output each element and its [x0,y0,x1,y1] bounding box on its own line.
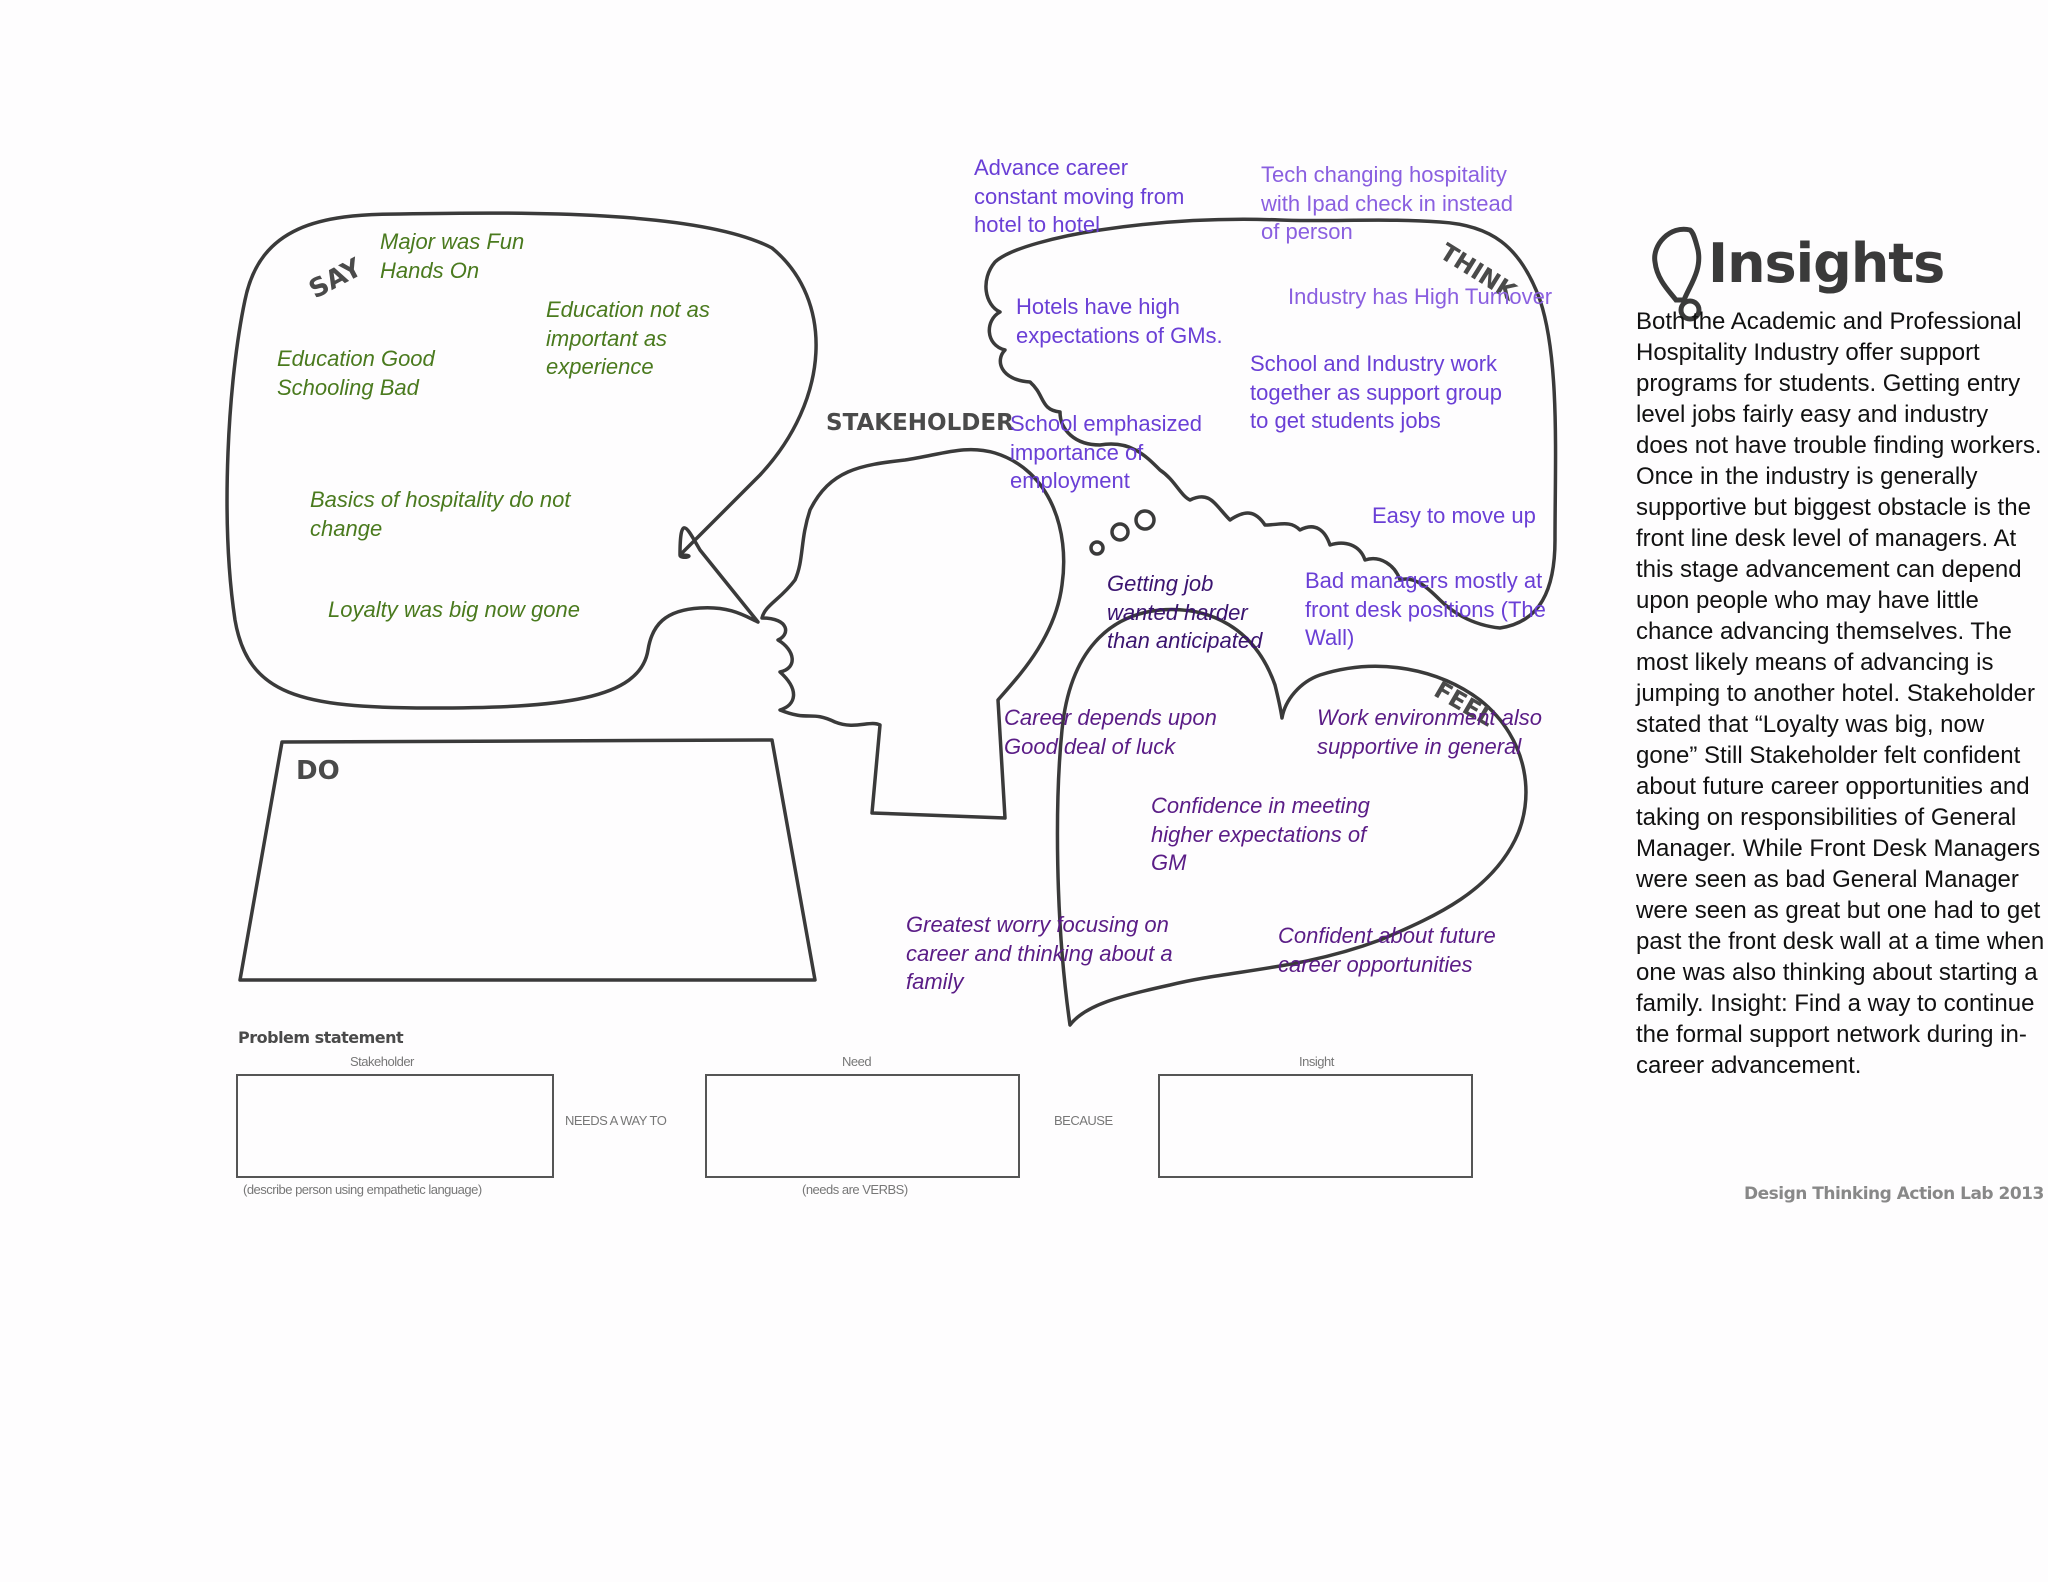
connector-needs-a-way-to: NEEDS A WAY TO [565,1113,667,1128]
think-note: School and Industry work together as sup… [1250,351,1502,433]
think-note: Advance career constant moving from hote… [974,155,1185,237]
say-note: Education not as important as experience [546,297,710,379]
feel-note: Career depends upon Good deal of luck [1004,705,1217,759]
feel-note: Confidence in meeting higher expectation… [1151,793,1370,875]
feel-note: Bad managers mostly at front desk positi… [1305,568,1546,650]
need-hint: (needs are VERBS) [802,1182,908,1197]
think-note: Industry has High Turnover [1288,284,1553,309]
think-note: School emphasized importance of employme… [1010,411,1203,493]
problem-statement-title: Problem statement [238,1028,404,1047]
stakeholder-hint: (describe person using empathetic langua… [243,1182,482,1197]
think-cloud-outline [984,217,1558,630]
thought-dot-small [1089,540,1105,556]
say-note: Education Good Schooling Bad [277,346,435,400]
feel-note: Confident about future career opportunit… [1278,923,1496,977]
insights-title: Insights [1708,232,1945,295]
feel-note: Work environment also supportive in gene… [1317,705,1542,759]
footer-credit: Design Thinking Action Lab 2013 [1744,1184,2044,1204]
need-box-label: Need [842,1054,872,1069]
need-input-box [705,1074,1020,1178]
stakeholder-box-label: Stakeholder [350,1054,414,1069]
insight-box-label: Insight [1299,1054,1334,1069]
connector-because: BECAUSE [1054,1113,1113,1128]
say-note: Major was Fun Hands On [380,229,525,283]
stakeholder-label: STAKEHOLDER [826,410,1014,436]
say-note: Loyalty was big now gone [328,597,580,622]
do-label: DO [296,756,340,786]
lightbulb-icon [1652,226,1702,322]
thought-dot-medium [1110,522,1130,542]
think-note: Hotels have high expectations of GMs. [1016,294,1223,348]
insights-text: Both the Academic and Professional Hospi… [1636,308,2045,1079]
think-note: Tech changing hospitality with Ipad chec… [1261,162,1513,244]
thought-dot-large [1134,509,1156,531]
insight-input-box [1158,1074,1473,1178]
say-note: Basics of hospitality do not change [310,487,571,541]
feel-heart-outline [1055,607,1528,1027]
think-note: Easy to move up [1372,503,1536,528]
stakeholder-input-box [236,1074,554,1178]
do-box-outline [238,738,817,982]
say-bubble-outline [225,211,818,710]
feel-note: Greatest worry focusing on career and th… [906,912,1173,994]
feel-note: Getting job wanted harder than anticipat… [1107,571,1263,653]
stakeholder-head-outline [760,447,1066,820]
